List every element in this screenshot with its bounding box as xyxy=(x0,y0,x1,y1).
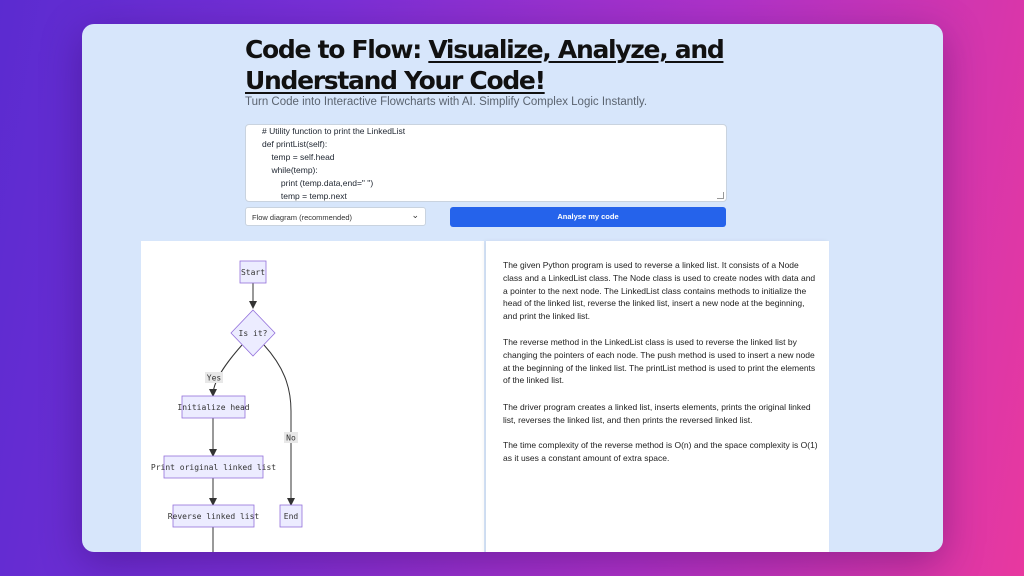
description-paragraph: The given Python program is used to reve… xyxy=(503,260,816,322)
node-reverse[interactable]: Reverse linked list xyxy=(168,504,260,528)
edge-label-no: No xyxy=(286,434,296,443)
description-paragraph: The time complexity of the reverse metho… xyxy=(503,440,818,463)
description-paragraph: The driver program creates a linked list… xyxy=(503,402,811,425)
svg-text:Is it?: Is it? xyxy=(239,329,268,338)
node-print-original[interactable]: Print original linked list xyxy=(151,455,276,479)
code-line: temp = self.head xyxy=(262,152,335,162)
node-start[interactable]: Start xyxy=(239,260,267,284)
diagram-type-select[interactable]: Flow diagram (recommended) ⌄ xyxy=(245,207,426,226)
title-link[interactable]: Visualize, Analyze, and Understand Your … xyxy=(245,35,725,95)
svg-text:End: End xyxy=(284,512,299,521)
node-decision[interactable]: Is it? xyxy=(230,309,276,357)
chevron-down-icon: ⌄ xyxy=(411,210,419,220)
resize-handle[interactable] xyxy=(717,192,724,199)
code-input[interactable]: # Utility function to print the LinkedLi… xyxy=(245,124,727,202)
edge-yes xyxy=(209,344,243,397)
description-panel: The given Python program is used to reve… xyxy=(486,241,829,552)
code-line: while(temp): xyxy=(262,165,318,175)
svg-text:Initialize head: Initialize head xyxy=(177,403,249,412)
description-paragraph: The reverse method in the LinkedList cla… xyxy=(503,337,816,386)
app-window: Code to Flow: Visualize, Analyze, and Un… xyxy=(82,24,943,552)
svg-text:Print original linked list: Print original linked list xyxy=(151,463,276,472)
code-line: # Utility function to print the LinkedLi… xyxy=(262,126,406,136)
code-line: def printList(self): xyxy=(262,139,328,149)
svg-text:Reverse linked list: Reverse linked list xyxy=(168,512,260,521)
node-end[interactable]: End xyxy=(279,504,303,528)
flowchart-diagram: Yes No Start Is it? Initialize head Prin… xyxy=(151,260,303,552)
analyse-button[interactable]: Analyse my code xyxy=(450,207,726,227)
title-plain: Code to Flow: xyxy=(245,35,429,64)
diagram-type-value: Flow diagram (recommended) xyxy=(252,213,353,222)
node-initialize-head[interactable]: Initialize head xyxy=(177,395,250,419)
edge-no xyxy=(263,344,295,506)
code-line: print (temp.data,end=" ") xyxy=(262,178,374,188)
code-line: temp = temp.next xyxy=(262,191,347,201)
svg-text:Start: Start xyxy=(241,268,265,277)
page-subtitle: Turn Code into Interactive Flowcharts wi… xyxy=(245,96,648,108)
edge-label-yes: Yes xyxy=(207,374,222,383)
edge-label-bg xyxy=(284,432,298,443)
edge-label-bg xyxy=(205,372,223,383)
flowchart-panel: Yes No Start Is it? Initialize head Prin… xyxy=(141,241,484,552)
page-title: Code to Flow: Visualize, Analyze, and Un… xyxy=(245,34,765,96)
